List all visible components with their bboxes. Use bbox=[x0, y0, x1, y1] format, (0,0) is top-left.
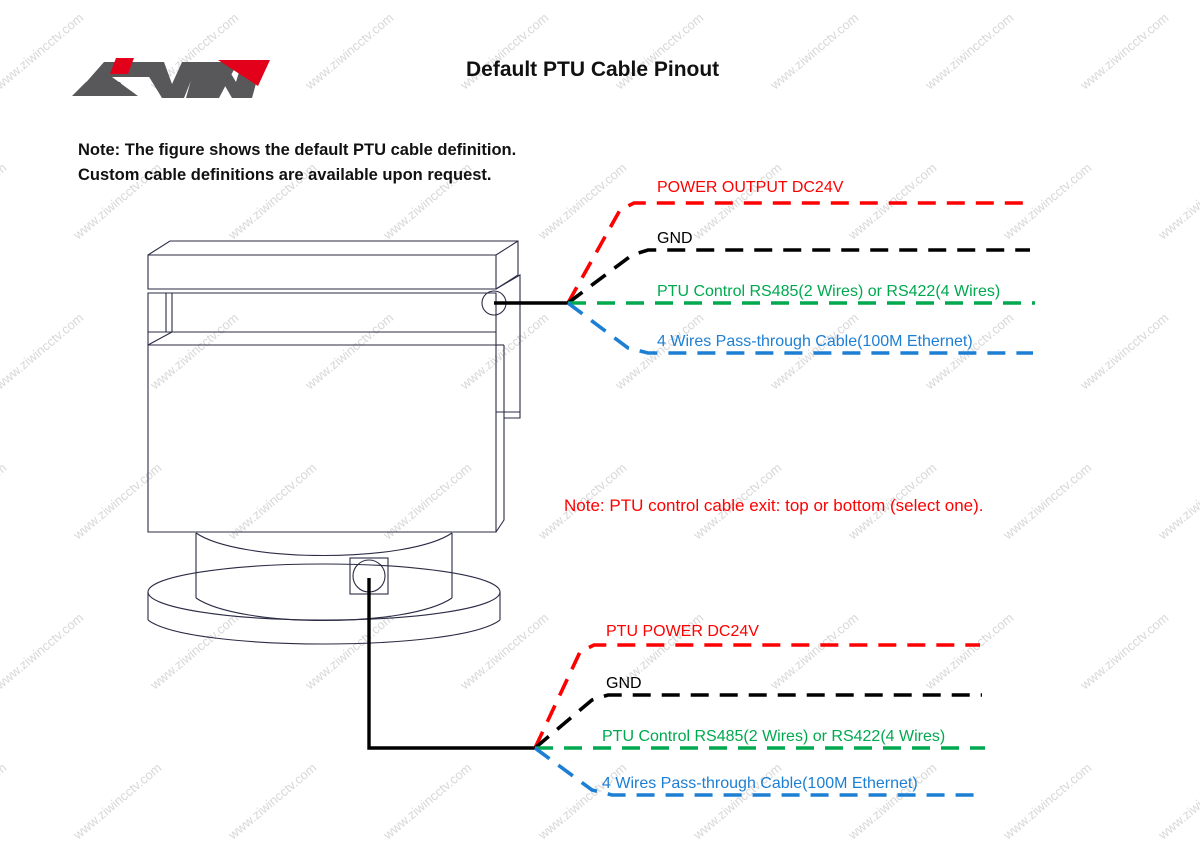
wire-label-top-ptu-control: PTU Control RS485(2 Wires) or RS422(4 Wi… bbox=[657, 283, 1000, 300]
wire-label-top-power-output: POWER OUTPUT DC24V bbox=[657, 179, 844, 196]
ziwin-logo bbox=[72, 58, 270, 98]
wire-label-top-gnd: GND bbox=[657, 230, 693, 247]
bottom-harness: PTU POWER DC24V GND PTU Control RS485(2 … bbox=[367, 578, 985, 797]
top-harness: POWER OUTPUT DC24V GND PTU Control RS485… bbox=[494, 179, 1035, 355]
watermark-text: www.ziwincctv.com bbox=[612, 310, 707, 393]
ptu-device-drawing bbox=[147, 240, 521, 645]
wire-label-bottom-gnd: GND bbox=[606, 675, 642, 692]
watermark-text: www.ziwincctv.com bbox=[767, 610, 862, 693]
watermark-text: www.ziwincctv.com bbox=[1155, 160, 1200, 243]
watermark-text: www.ziwincctv.com bbox=[1077, 610, 1172, 693]
watermark-text: www.ziwincctv.com bbox=[0, 760, 9, 843]
watermark-text: www.ziwincctv.com bbox=[225, 760, 320, 843]
wire-bottom-gnd bbox=[533, 693, 982, 750]
note-top-line1: Note: The figure shows the default PTU c… bbox=[78, 141, 516, 159]
watermark-text: www.ziwincctv.com bbox=[922, 610, 1017, 693]
watermark-text: www.ziwincctv.com bbox=[302, 610, 397, 693]
watermark-text: www.ziwincctv.com bbox=[302, 310, 397, 393]
watermark-text: www.ziwincctv.com bbox=[225, 460, 320, 543]
watermark-text: www.ziwincctv.com bbox=[0, 10, 86, 93]
watermark-text: www.ziwincctv.com bbox=[457, 610, 552, 693]
watermark-text: www.ziwincctv.com bbox=[1000, 760, 1095, 843]
wire-label-bottom-ethernet: 4 Wires Pass-through Cable(100M Ethernet… bbox=[602, 775, 918, 792]
note-top-line2: Custom cable definitions are available u… bbox=[78, 166, 492, 184]
watermark-text: www.ziwincctv.com bbox=[535, 760, 630, 843]
watermark-text: www.ziwincctv.com bbox=[767, 10, 862, 93]
watermark-text: www.ziwincctv.com bbox=[690, 760, 785, 843]
wire-top-gnd bbox=[566, 248, 1030, 305]
watermark-text: www.ziwincctv.com bbox=[0, 160, 9, 243]
watermark-text: www.ziwincctv.com bbox=[70, 760, 165, 843]
watermark-text: www.ziwincctv.com bbox=[1155, 760, 1200, 843]
watermark-text: www.ziwincctv.com bbox=[1077, 10, 1172, 93]
watermark-text: www.ziwincctv.com bbox=[0, 610, 86, 693]
watermark-text: www.ziwincctv.com bbox=[1077, 310, 1172, 393]
wire-label-bottom-ptu-power: PTU POWER DC24V bbox=[606, 623, 759, 640]
watermark-text: www.ziwincctv.com bbox=[147, 610, 242, 693]
watermark-text: www.ziwincctv.com bbox=[845, 760, 940, 843]
watermark-text: www.ziwincctv.com bbox=[0, 310, 86, 393]
watermark-text: www.ziwincctv.com bbox=[1155, 460, 1200, 543]
note-cable-exit: Note: PTU control cable exit: top or bot… bbox=[564, 496, 984, 515]
bottom-harness-trunk bbox=[367, 578, 535, 750]
watermark-text: www.ziwincctv.com bbox=[147, 310, 242, 393]
watermark-text: www.ziwincctv.com bbox=[535, 160, 630, 243]
wire-top-power-output bbox=[566, 201, 1028, 304]
wire-top-ethernet bbox=[566, 301, 1033, 355]
wire-label-top-ethernet: 4 Wires Pass-through Cable(100M Ethernet… bbox=[657, 333, 973, 350]
page-title: Default PTU Cable Pinout bbox=[466, 58, 719, 81]
wire-label-bottom-ptu-control: PTU Control RS485(2 Wires) or RS422(4 Wi… bbox=[602, 728, 945, 745]
watermark-text: www.ziwincctv.com bbox=[302, 10, 397, 93]
watermark-text: www.ziwincctv.com bbox=[922, 10, 1017, 93]
watermark-text: www.ziwincctv.com bbox=[1000, 460, 1095, 543]
watermark-text: www.ziwincctv.com bbox=[380, 760, 475, 843]
wire-bottom-ethernet bbox=[533, 746, 983, 797]
watermark-text: www.ziwincctv.com bbox=[0, 460, 9, 543]
watermark-text: www.ziwincctv.com bbox=[380, 460, 475, 543]
watermark-text: www.ziwincctv.com bbox=[70, 460, 165, 543]
